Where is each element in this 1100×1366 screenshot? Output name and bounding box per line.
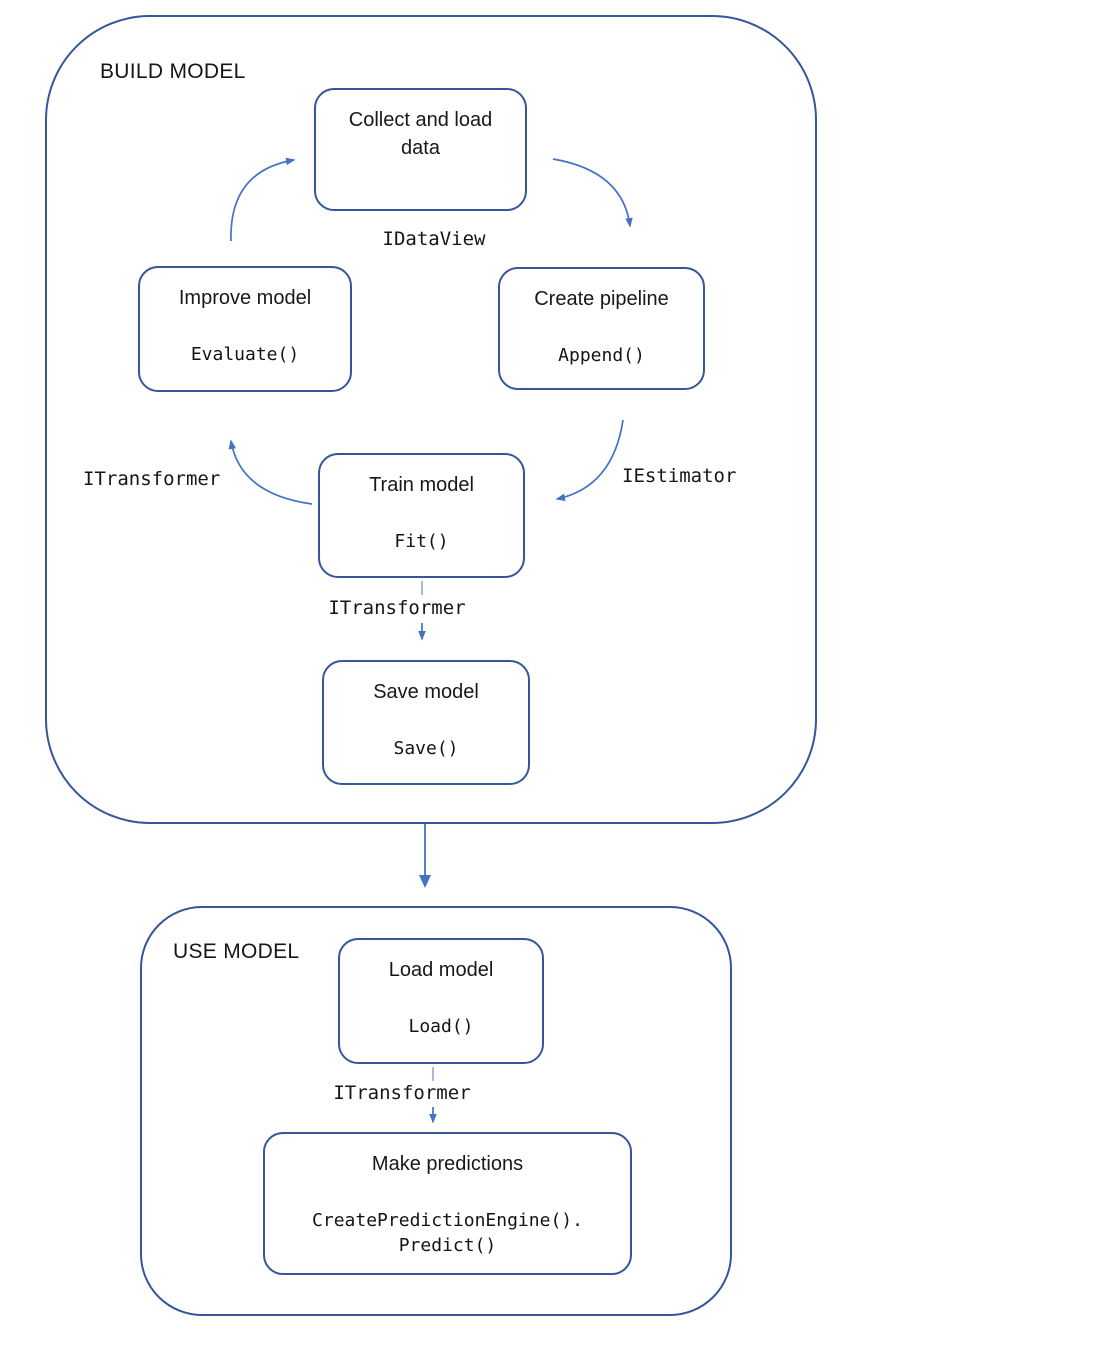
node-load-title: Load model xyxy=(388,959,494,981)
node-train-code: Fit() xyxy=(394,531,449,552)
node-improve-title: Improve model xyxy=(178,287,312,309)
build-model-label: BUILD MODEL xyxy=(100,60,246,83)
node-create-pipeline: Create pipeline Append() xyxy=(498,267,705,390)
node-create-code: Append() xyxy=(558,345,645,366)
node-load-model: Load model Load() xyxy=(338,938,544,1064)
edge-label-iestimator: IEstimator xyxy=(622,465,737,487)
use-model-label: USE MODEL xyxy=(173,940,300,963)
node-save-model: Save model Save() xyxy=(322,660,530,785)
node-predict-title: Make predictions xyxy=(371,1153,524,1175)
node-collect-title: Collect and load data xyxy=(348,109,493,159)
node-predict-code: CreatePredictionEngine(). Predict() xyxy=(312,1210,583,1256)
use-model-container xyxy=(140,906,732,1316)
node-collect-and-load-data: Collect and load data xyxy=(314,88,527,211)
node-improve-code: Evaluate() xyxy=(190,344,300,365)
node-train-model: Train model Fit() xyxy=(318,453,525,578)
edge-label-itransformer-bottom: ITransformer xyxy=(333,1082,471,1104)
node-create-title: Create pipeline xyxy=(534,288,669,310)
node-load-code: Load() xyxy=(408,1016,474,1037)
node-save-code: Save() xyxy=(393,738,459,759)
node-make-predictions: Make predictions CreatePredictionEngine(… xyxy=(263,1132,632,1275)
node-save-title: Save model xyxy=(373,681,479,703)
build-model-container xyxy=(45,15,817,824)
node-train-title: Train model xyxy=(369,474,474,496)
node-improve-model: Improve model Evaluate() xyxy=(138,266,352,392)
edge-label-itransformer-left: ITransformer xyxy=(83,468,221,490)
edge-label-idataview: IDataView xyxy=(382,228,486,250)
edge-label-itransformer-mid: ITransformer xyxy=(328,597,466,619)
